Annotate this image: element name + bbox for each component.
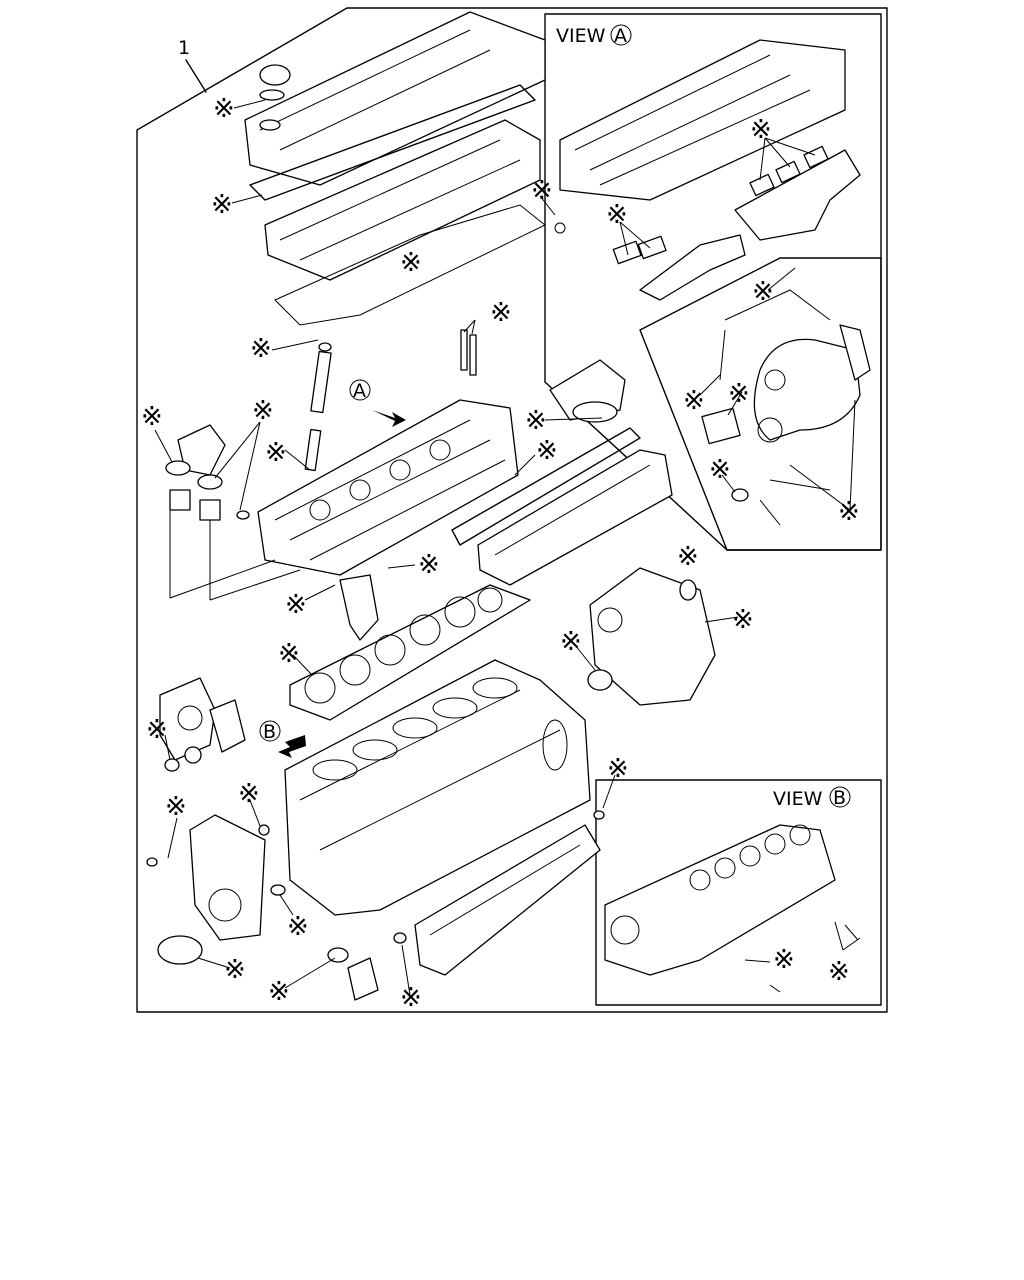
- svg-text:※: ※: [238, 779, 260, 809]
- asterisk-markers: ※ ※ ※ ※ ※ ※ ※ ※ ※ ※ ※ ※ ※ ※ ※ ※ ※ ※ ※ ※ …: [141, 94, 860, 1013]
- view-a-letter: A: [614, 25, 627, 47]
- svg-text:※: ※: [828, 957, 850, 987]
- svg-text:※: ※: [146, 715, 168, 745]
- svg-text:※: ※: [278, 639, 300, 669]
- timing-plate: [159, 677, 216, 761]
- intake-manifold: [477, 449, 673, 586]
- rocker-cover-gasket: [249, 84, 536, 201]
- svg-text:※: ※: [525, 406, 547, 436]
- svg-text:※: ※: [141, 402, 163, 432]
- camshaft-housing: [264, 119, 541, 281]
- svg-text:※: ※: [211, 190, 233, 220]
- cylinder-block: [284, 659, 591, 916]
- cylinder-head: [257, 399, 519, 576]
- oil-filler-cap: [259, 64, 291, 86]
- svg-text:※: ※: [285, 590, 307, 620]
- view-a-arrow: [372, 410, 406, 427]
- svg-text:※: ※: [709, 455, 731, 485]
- intake-manifold-gasket: [451, 427, 641, 546]
- svg-text:※: ※: [750, 115, 772, 145]
- svg-text:※: ※: [265, 438, 287, 468]
- svg-text:※: ※: [400, 248, 422, 278]
- marker-b-letter: B: [263, 721, 276, 743]
- svg-text:※: ※: [752, 277, 774, 307]
- svg-text:※: ※: [213, 94, 235, 124]
- view-a-cylinder-head: [559, 39, 846, 201]
- marker-a-letter: A: [353, 380, 366, 402]
- view-a-prefix: VIEW: [556, 25, 606, 47]
- view-b-arrow: [278, 735, 306, 758]
- callout-number: 1: [178, 37, 190, 59]
- cylinder-head-gasket: [289, 584, 531, 721]
- svg-text:※: ※: [732, 605, 754, 635]
- rocker-cover: [244, 11, 546, 186]
- svg-text:※: ※: [490, 298, 512, 328]
- side-cover: [414, 824, 601, 976]
- kit-boundary: [136, 7, 888, 1013]
- svg-text:※: ※: [536, 436, 558, 466]
- oil-filler-seal: [259, 89, 285, 101]
- leak-off-pipe: [274, 204, 546, 326]
- svg-text:※: ※: [728, 379, 750, 409]
- svg-text:※: ※: [607, 754, 629, 784]
- svg-text:※: ※: [560, 627, 582, 657]
- front-timing-cover: [189, 814, 266, 941]
- svg-text:※: ※: [287, 912, 309, 942]
- svg-text:※: ※: [224, 955, 246, 985]
- callout-leader: [185, 59, 207, 93]
- svg-text:※: ※: [838, 497, 860, 527]
- svg-text:※: ※: [250, 334, 272, 364]
- view-a-exhaust-pipe: [639, 234, 746, 301]
- leader-lines: [154, 99, 861, 996]
- injector: [310, 350, 332, 414]
- svg-text:※: ※: [165, 792, 187, 822]
- view-b-cylinder-block: [604, 824, 836, 976]
- view-a-exhaust-manifold: [734, 149, 861, 241]
- water-outlet: [339, 574, 379, 641]
- svg-text:※: ※: [683, 386, 705, 416]
- svg-text:※: ※: [773, 945, 795, 975]
- view-b-inset: VIEW B: [595, 779, 882, 1006]
- svg-text:※: ※: [677, 542, 699, 572]
- svg-text:※: ※: [400, 983, 422, 1013]
- svg-text:※: ※: [531, 176, 553, 206]
- view-b-prefix: VIEW: [773, 788, 823, 810]
- view-a-turbocharger: [753, 338, 861, 441]
- svg-text:※: ※: [606, 200, 628, 230]
- view-b-letter: B: [833, 787, 846, 809]
- svg-text:※: ※: [252, 396, 274, 426]
- svg-text:※: ※: [268, 977, 290, 1007]
- oil-filter-adapter: [347, 957, 379, 1001]
- svg-text:※: ※: [418, 550, 440, 580]
